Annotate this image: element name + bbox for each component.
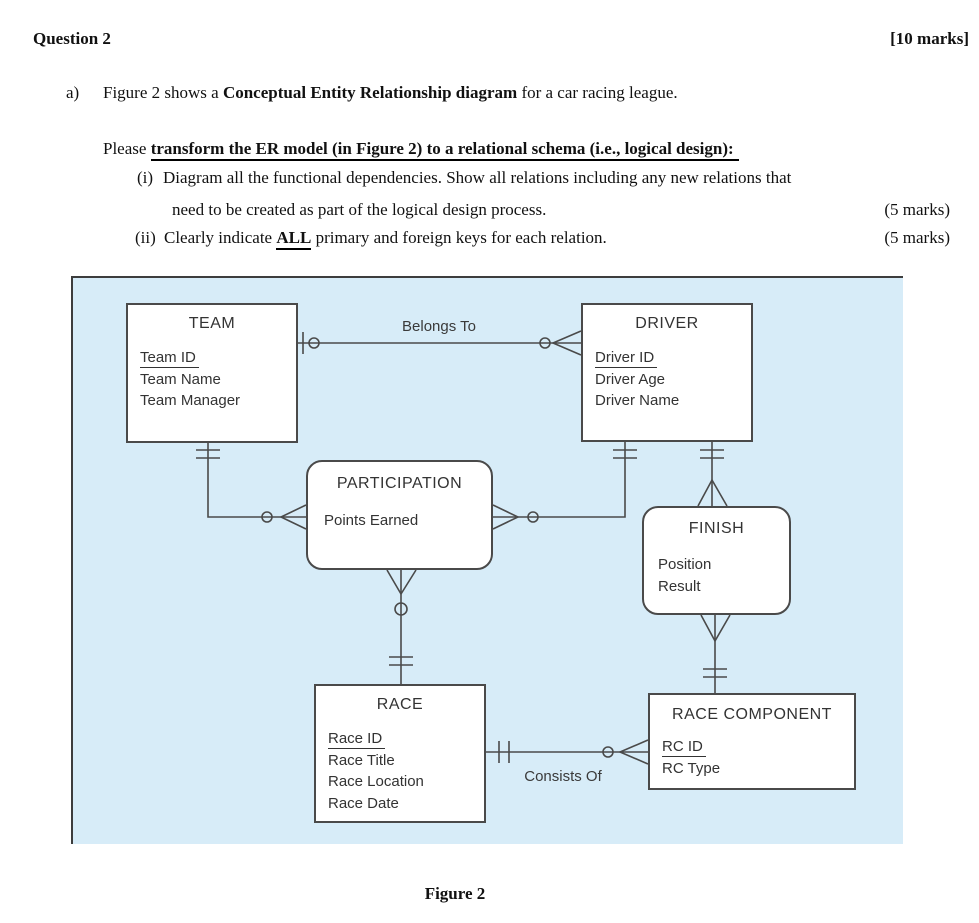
entity-participation: PARTICIPATION Points Earned [306,460,493,570]
connector-finish-racecomponent [700,614,731,693]
entity-title: RACE COMPONENT [672,706,832,723]
subitem-i-line2: need to be created as part of the logica… [172,200,547,219]
relationship-label-belongs-to: Belongs To [402,318,476,335]
entity-attribute: Team Name [140,370,221,388]
entity-title: DRIVER [635,315,699,332]
part-a-label: a) [66,83,80,102]
total-marks: [10 marks] [890,29,969,48]
question-title: Question 2 [33,29,111,48]
entity-team: TEAM Team ID Team Name Team Manager [126,303,298,443]
entity-title: TEAM [188,315,236,332]
entity-attribute: Position [658,556,712,573]
intro-prefix: Figure 2 shows a [103,83,223,102]
crow-foot-icon [617,739,649,765]
entity-attribute: Race Location [328,773,424,790]
instruction-line: Please transform the ER model (in Figure… [103,139,739,161]
entity-driver: DRIVER Driver ID Driver Age Driver Name [581,303,753,442]
subitem-ii-prefix: Clearly indicate [164,228,277,247]
crow-foot-icon [386,569,417,596]
optional-circle-icon [394,602,408,616]
subitem-ii-emphasized: ALL [276,228,312,250]
instruction-prefix: Please [103,139,151,158]
connector-race-racecomponent [486,739,649,765]
entity-finish: FINISH Position Result [642,506,791,615]
entity-attribute: Race Title [328,751,395,769]
subitem-i-line1: Diagram all the functional dependencies.… [163,168,792,187]
intro-suffix: for a car racing league. [517,83,678,102]
relationship-connectors [196,330,731,765]
subitem-ii-suffix: primary and foreign keys for each relati… [311,228,607,247]
entity-attribute: Team Manager [140,392,241,409]
entity-attribute: Driver Name [595,392,680,409]
entity-attribute-key: Race ID [328,728,424,750]
instruction-emphasized: transform the ER model (in Figure 2) to … [150,139,739,161]
entity-attribute-key: Team ID [140,347,240,369]
connector-team-driver [298,330,582,356]
entity-attribute: Points Earned [324,512,419,529]
subitem-i-label: (i) [137,168,154,187]
crow-foot-icon [700,614,731,643]
optional-circle-icon [261,511,273,523]
optional-circle-icon [527,511,539,523]
entity-attribute: RC Type [662,759,721,777]
entity-attribute: Race Date [328,794,399,812]
optional-circle-icon [602,746,614,758]
entity-title: RACE [376,696,424,713]
intro-bold: Conceptual Entity Relationship diagram [222,83,518,102]
connector-driver-participation [492,442,637,530]
entity-attribute: Result [658,577,701,595]
relationship-label-consists-of: Consists Of [524,768,602,785]
connector-team-participation [196,443,307,530]
part-a-intro: Figure 2 shows a Conceptual Entity Relat… [103,83,678,103]
figure-caption: Figure 2 [424,884,486,903]
er-diagram-panel: Belongs To Consists Of TEAM Team ID Team… [71,276,903,844]
entity-race: RACE Race ID Race Title Race Location Ra… [314,684,486,823]
crow-foot-icon [550,330,582,356]
entity-attribute: Driver Age [595,370,666,388]
entity-attribute-key: Driver ID [595,347,679,369]
crow-foot-icon [279,504,307,530]
connector-driver-finish [697,442,728,507]
entity-attribute-key: RC ID [662,736,720,758]
subitem-ii-marks: (5 marks) [884,228,950,247]
connector-participation-race [386,569,417,684]
entity-race-component: RACE COMPONENT RC ID RC Type [648,693,856,790]
crow-foot-icon [492,504,520,530]
subitem-ii-text: Clearly indicate ALL primary and foreign… [164,228,607,250]
crow-foot-icon [697,478,728,507]
subitem-i-marks: (5 marks) [884,200,950,219]
subitem-ii-label: (ii) [135,228,156,247]
optional-circle-icon [539,337,551,349]
entity-title: PARTICIPATION [336,475,463,492]
entity-title: FINISH [688,520,745,537]
optional-circle-icon [308,337,320,349]
